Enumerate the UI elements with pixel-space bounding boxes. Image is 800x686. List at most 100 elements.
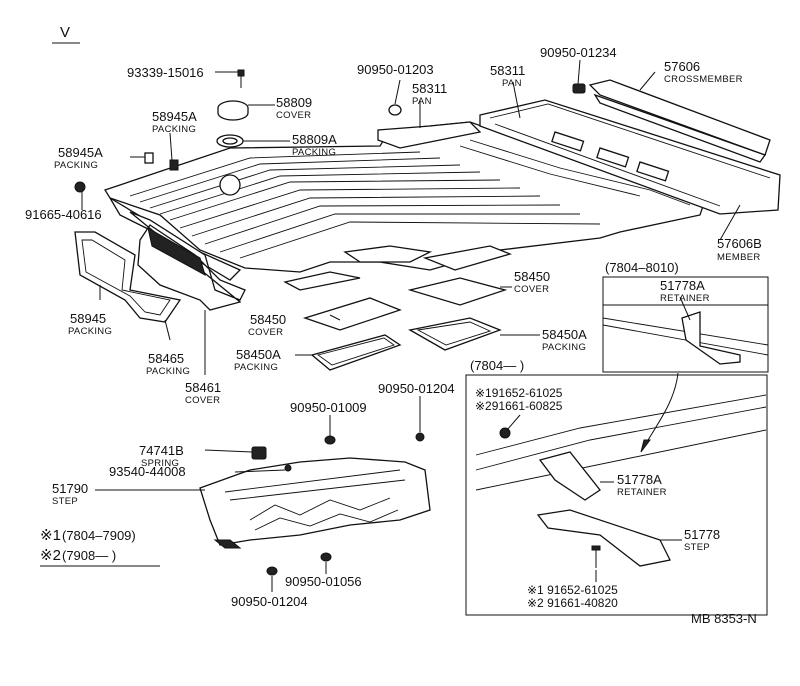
part-name: PACKING (152, 124, 196, 135)
callout-90950-01009: 90950-01009 (290, 400, 367, 415)
part-number: 91665-40616 (25, 207, 102, 222)
part-number: 51778A (617, 472, 662, 487)
part-number: 93540-44008 (109, 464, 186, 479)
callout-51778: 51778 STEP (684, 527, 720, 553)
left-skirt-recess (147, 226, 206, 277)
callout-58809: 58809 COVER (276, 95, 312, 121)
callout-93540: 93540-44008 (109, 464, 186, 479)
part-name: RETAINER (660, 293, 710, 304)
part-number: 58311 (490, 63, 525, 78)
part-number: 58450 (250, 312, 286, 327)
part-name: PACKING (234, 362, 278, 373)
legend-mark-1: ※1 (40, 527, 61, 544)
callout-58450-left: 58450 COVER (248, 312, 286, 338)
diagram-reference: MB 8353-N (691, 611, 757, 626)
step-51790 (199, 457, 431, 549)
crossmember-57606 (572, 79, 771, 163)
callout-51778a-top: 51778A RETAINER (660, 278, 710, 304)
callout-58450a-right: 58450A PACKING (542, 327, 587, 353)
part-name: PACKING (68, 326, 112, 337)
part-number: 58809 (276, 95, 312, 110)
callout-58311-right: 58311 PAN (490, 63, 525, 89)
callout-57606b: 57606B MEMBER (717, 236, 762, 263)
bolt-ref-top-2: ※291661-60825 (475, 399, 563, 413)
part-number: 93339-15016 (127, 65, 204, 80)
part-name: COVER (276, 110, 311, 121)
bolt-ref-bottom-2: ※2 91661-40820 (527, 596, 618, 610)
bolt-93339-part (237, 69, 245, 77)
callout-58450-right: 58450 COVER (514, 269, 550, 295)
bolt-ref-bottom-1: ※1 91652-61025 (527, 583, 618, 597)
member-57606b (479, 99, 781, 215)
callout-58450a-left: 58450A PACKING (234, 347, 281, 373)
callout-58311-center: 58311 PAN (412, 81, 447, 107)
callout-90950-01204-top: 90950-01204 (378, 381, 455, 396)
part-name: SPRING (141, 458, 179, 469)
part-number: 90950-01204 (378, 381, 455, 396)
clip-90950-01203 (388, 104, 402, 116)
part-name: PACKING (146, 366, 190, 377)
callout-57606: 57606 CROSSMEMBER (664, 59, 743, 85)
bolt-91665-part (74, 181, 86, 193)
callout-91665: 91665-40616 (25, 207, 102, 222)
part-number: 74741B (139, 443, 184, 458)
rear-pan-step (377, 121, 482, 149)
legend-text-1: (7804–7909) (62, 528, 136, 543)
spring-74741b-part (251, 446, 267, 460)
part-number: 58450A (236, 347, 281, 362)
part-number: 57606 (664, 59, 700, 74)
part-number: 58461 (185, 380, 221, 395)
part-number: 58945 (70, 311, 106, 326)
bolt-ref-top-1: ※191652-61025 (475, 386, 563, 400)
leader-lines (81, 59, 741, 592)
part-number: 90950-01009 (290, 400, 367, 415)
part-name: PACKING (54, 160, 98, 171)
part-number: 90950-01203 (357, 62, 434, 77)
packing-58450a-right-part (408, 317, 502, 351)
step-51778-detail (536, 509, 671, 567)
packing-58945a-small-2 (169, 159, 179, 171)
callout-90950-01204-bottom: 90950-01204 (231, 594, 308, 609)
range-box-right-label: (7804–8010) (605, 260, 679, 275)
part-number: 58311 (412, 81, 447, 96)
part-number: 90950-01204 (231, 594, 308, 609)
part-number: 58945A (152, 109, 197, 124)
callout-74741b: 74741B SPRING (139, 443, 184, 469)
part-number: 51778A (660, 278, 705, 293)
part-number: 58465 (148, 351, 184, 366)
packing-58945a-small (144, 152, 154, 164)
callout-58809a: 58809A PACKING (292, 132, 337, 158)
part-number: 90950-01234 (540, 45, 617, 60)
packing-58450a-left-part (310, 334, 402, 371)
callout-58465: 58465 PACKING (146, 351, 190, 377)
part-name: PAN (502, 78, 522, 89)
part-name: PACKING (292, 147, 336, 158)
callout-90950-01234: 90950-01234 (540, 45, 617, 60)
part-number: 51790 (52, 481, 88, 496)
packing-58945-part (74, 231, 182, 323)
part-number: 58450A (542, 327, 587, 342)
part-name: PACKING (542, 342, 586, 353)
part-name: COVER (248, 327, 283, 338)
callout-90950-01203: 90950-01203 (357, 62, 434, 77)
callout-90950-01056: 90950-01056 (285, 574, 362, 589)
callout-58945a-top: 58945A PACKING (152, 109, 197, 135)
range-box-right (602, 276, 769, 373)
callout-51778a-box: 51778A RETAINER (617, 472, 667, 498)
callout-93339: 93339-15016 (127, 65, 204, 80)
part-name: RETAINER (617, 487, 667, 498)
callout-58945: 58945 PACKING (68, 311, 112, 337)
callout-58945a-left: 58945A PACKING (54, 145, 103, 171)
legend-text-2: (7908— ) (62, 548, 116, 563)
section-letter: V (60, 24, 70, 41)
legend: ※1 (7804–7909) ※2 (7908— ) (40, 527, 160, 567)
part-name: STEP (52, 496, 78, 507)
part-name: CROSSMEMBER (664, 74, 743, 85)
part-number: 57606B (717, 236, 762, 251)
retainer-detail-right (681, 311, 741, 365)
cover-58450-left-part (302, 297, 402, 331)
detail-arrow (644, 372, 679, 446)
retainer-51778a-detail (538, 451, 601, 501)
callout-58461: 58461 COVER (185, 380, 221, 406)
